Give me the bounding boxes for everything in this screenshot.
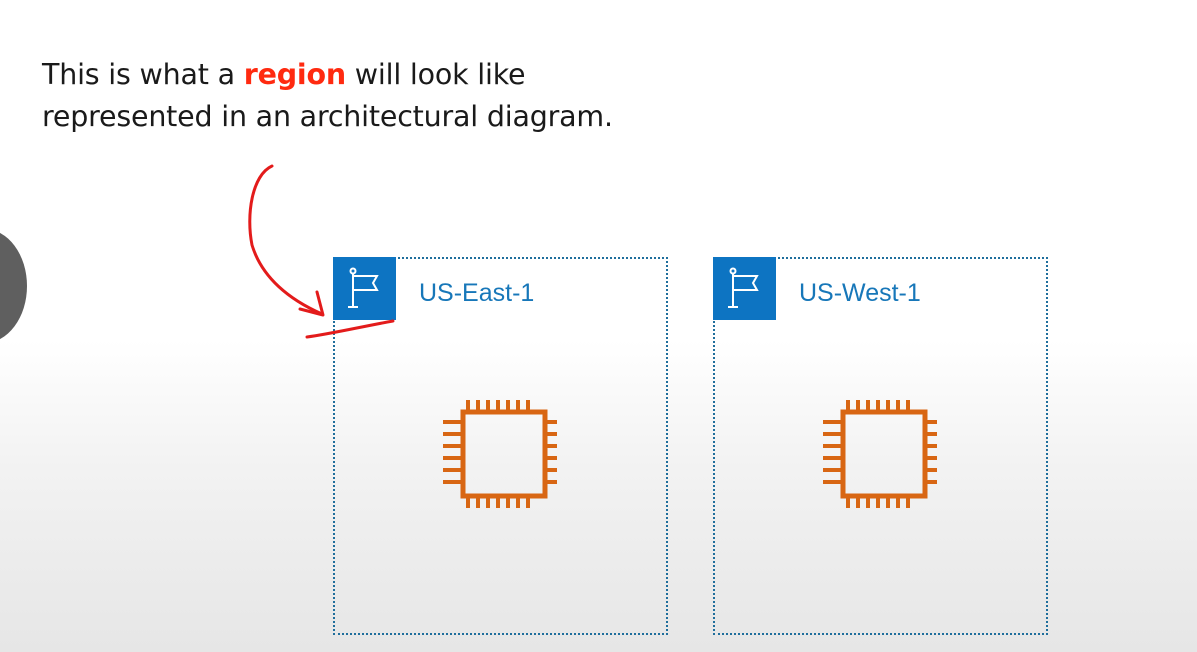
heading-line-1: This is what a region will look like [42, 54, 613, 96]
annotation-arrowhead [298, 290, 325, 317]
heading-highlight: region [243, 58, 346, 91]
region-label: US-West-1 [799, 279, 921, 307]
ec2-instance-icon [823, 400, 937, 508]
heading-text-after: will look like [345, 58, 526, 91]
slide-heading: This is what a region will look like rep… [42, 54, 613, 138]
heading-line-2: represented in an architectural diagram. [42, 100, 613, 133]
region-box-us-east-1: US-East-1 [333, 257, 668, 635]
region-box-us-west-1: US-West-1 [713, 257, 1048, 635]
region-label: US-East-1 [419, 279, 535, 307]
ec2-instance-icon [443, 400, 557, 508]
flag-icon [713, 257, 776, 320]
side-circle-overlay [0, 229, 27, 343]
annotation-arrow [248, 164, 324, 316]
flag-icon [333, 257, 396, 320]
heading-text-before: This is what a [42, 58, 244, 91]
